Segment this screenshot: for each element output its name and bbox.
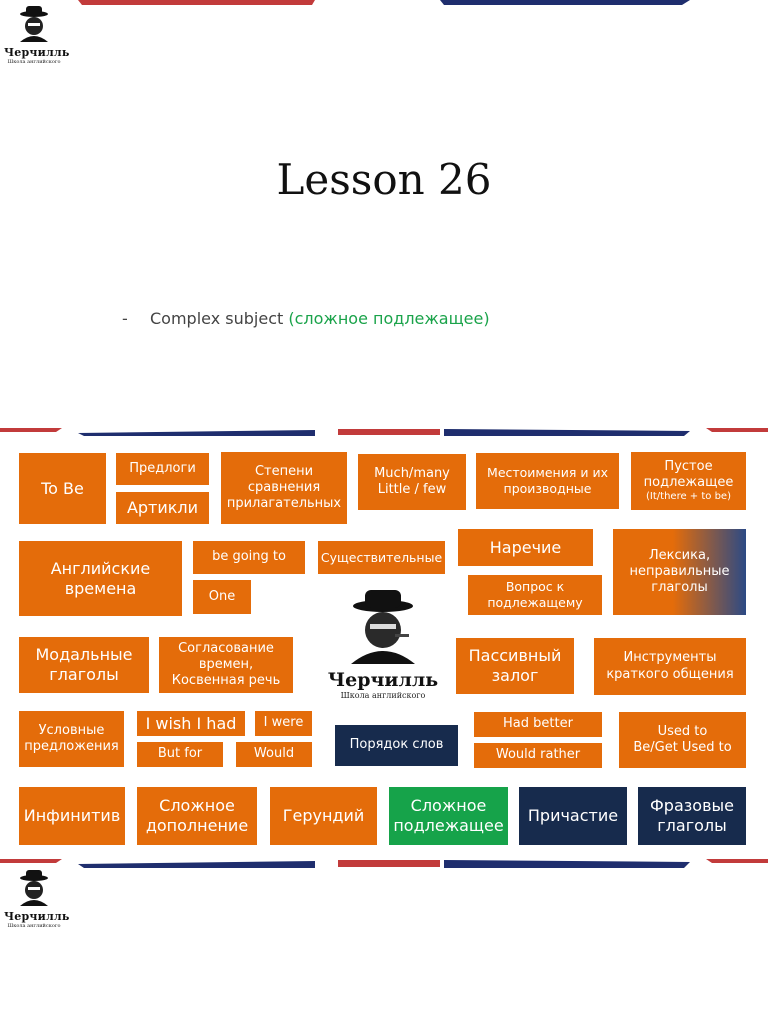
- topic-stepeni[interactable]: Степени сравнения прилагательных: [221, 452, 347, 524]
- logo-tagline: Школа английского: [7, 59, 61, 65]
- bottom-logo: Черчилль Школа английского: [4, 868, 70, 929]
- topic-going-to[interactable]: be going to: [193, 541, 305, 574]
- topic-leksika[interactable]: Лексика, неправильные глаголы: [613, 529, 746, 615]
- center-logo-tagline: Школа английского: [340, 691, 426, 700]
- topic-would-rather[interactable]: Would rather: [474, 743, 602, 768]
- topic-sushchestvitelnye[interactable]: Существительные: [318, 541, 445, 574]
- topic-but-for[interactable]: But for: [137, 742, 223, 767]
- topic-prichastie[interactable]: Причастие: [519, 787, 627, 845]
- logo-brand: Черчилль: [4, 46, 70, 59]
- topic-angl-vremena[interactable]: Английские времена: [19, 541, 182, 616]
- bullet-text: Complex subject: [150, 309, 284, 328]
- man-in-hat-logo-icon: [20, 870, 48, 906]
- much-many-label: Much/many: [374, 465, 450, 481]
- topic-predlogi[interactable]: Предлоги: [116, 453, 209, 485]
- topic-pustoe[interactable]: Пустое подлежащее (It/there + to be): [631, 452, 746, 510]
- topic-to-be[interactable]: To Be: [19, 453, 106, 524]
- topic-would[interactable]: Would: [236, 742, 312, 767]
- bullet-item: - Complex subject (сложное подлежащее): [122, 309, 490, 328]
- topic-gerundiy[interactable]: Герундий: [270, 787, 377, 845]
- topic-used-to[interactable]: Used to Be/Get Used to: [619, 712, 746, 768]
- topic-narechie[interactable]: Наречие: [458, 529, 593, 566]
- topic-slozhnoe-podl[interactable]: Сложное подлежащее: [389, 787, 508, 845]
- topic-one[interactable]: One: [193, 580, 251, 614]
- bottom-stripe: [0, 859, 768, 869]
- topic-had-better[interactable]: Had better: [474, 712, 602, 737]
- top-logo: Черчилль Школа английского: [4, 4, 70, 65]
- topic-uslovnye[interactable]: Условные предложения: [19, 711, 124, 767]
- topic-i-wish[interactable]: I wish I had: [137, 711, 245, 736]
- used-to-label: Used to: [657, 723, 708, 739]
- topic-slozhnoe-dop[interactable]: Сложное дополнение: [137, 787, 257, 845]
- middle-stripe: [0, 428, 768, 438]
- slide-title: Lesson 26: [276, 155, 492, 204]
- topic-passivny[interactable]: Пассивный залог: [456, 638, 574, 694]
- bullet-dash: -: [122, 309, 128, 328]
- top-stripe: [0, 0, 768, 10]
- pustoe-label: Пустое подлежащее: [643, 458, 734, 490]
- topic-frazovye[interactable]: Фразовые глаголы: [638, 787, 746, 845]
- bullet-highlight: (сложное подлежащее): [288, 309, 490, 328]
- topic-mestoimeniya[interactable]: Местоимения и их производные: [476, 453, 619, 509]
- topic-vopros[interactable]: Вопрос к подлежащему: [468, 575, 602, 615]
- bottom-logo-tagline: Школа английского: [7, 923, 61, 929]
- topic-artikli[interactable]: Артикли: [116, 492, 209, 524]
- be-get-used-label: Be/Get Used to: [633, 740, 732, 755]
- man-in-hat-logo-icon: [351, 590, 415, 664]
- center-logo: Черчилль Школа английского: [318, 588, 448, 700]
- center-logo-brand: Черчилль: [327, 669, 439, 691]
- topic-soglasovanie[interactable]: Согласование времен, Косвенная речь: [159, 637, 293, 693]
- topic-i-were[interactable]: I were: [255, 711, 312, 736]
- topic-modalnye[interactable]: Модальные глаголы: [19, 637, 149, 693]
- man-in-hat-logo-icon: [20, 6, 48, 42]
- topic-instrumenty[interactable]: Инструменты краткого общения: [594, 638, 746, 695]
- topic-poryadok[interactable]: Порядок слов: [335, 725, 458, 766]
- little-few-label: Little / few: [377, 482, 447, 497]
- bottom-logo-brand: Черчилль: [4, 910, 70, 923]
- pustoe-sub-label: (It/there + to be): [646, 491, 731, 502]
- topic-infinitiv[interactable]: Инфинитив: [19, 787, 125, 845]
- topic-much-many[interactable]: Much/many Little / few: [358, 454, 466, 510]
